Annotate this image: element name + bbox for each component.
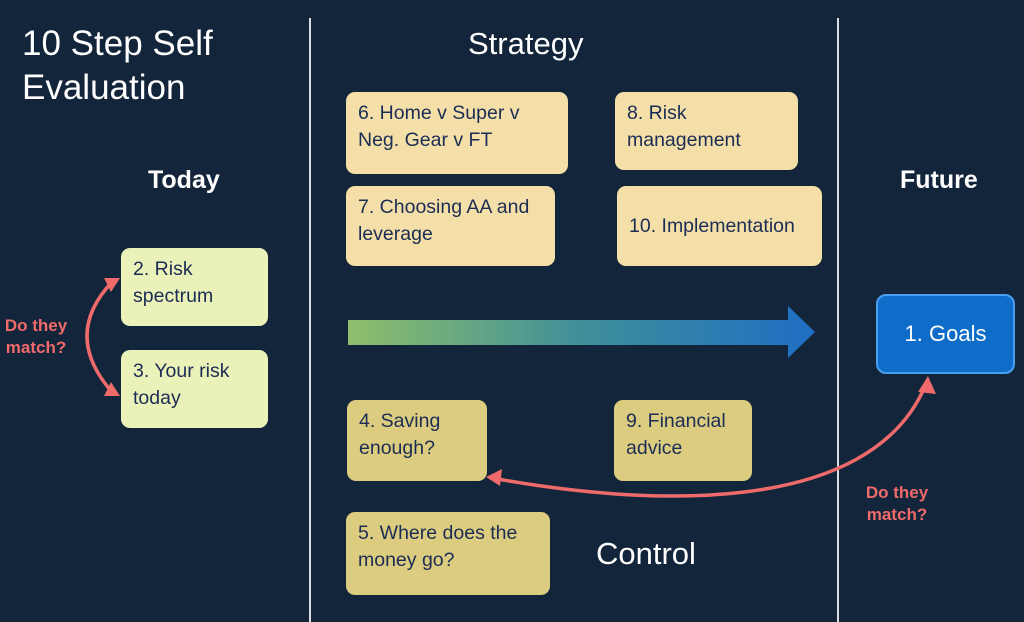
match-arrowhead-right-end (918, 376, 936, 394)
timeline-arrow (348, 306, 815, 358)
step-4-saving-enough-box: 4. Saving enough? (347, 400, 487, 481)
section-title-strategy: Strategy (468, 26, 584, 61)
match-curve-left (85, 280, 114, 394)
do-they-match-right-label: Do they match? (865, 483, 929, 524)
step-7-choosing-aa-box: 7. Choosing AA and leverage (346, 186, 555, 266)
step-1-goals-box: 1. Goals (876, 294, 1015, 374)
diagram-title: 10 Step Self Evaluation (22, 24, 213, 107)
step-10-implementation-box: 10. Implementation (617, 186, 822, 266)
column-heading-today: Today (148, 166, 220, 194)
column-heading-future: Future (900, 166, 978, 194)
section-title-control: Control (596, 536, 696, 571)
divider-right (837, 18, 839, 622)
step-8-risk-management-box: 8. Risk management (615, 92, 798, 170)
match-arrowhead-left-top (104, 278, 120, 292)
do-they-match-left-label: Do they match? (4, 316, 68, 357)
step-5-where-money-goes-box: 5. Where does the money go? (346, 512, 550, 595)
match-arrowhead-left-bottom (104, 382, 120, 396)
match-curve-right (491, 383, 928, 498)
step-3-your-risk-today-box: 3. Your risk today (121, 350, 268, 428)
divider-left (309, 18, 311, 622)
step-6-home-super-box: 6. Home v Super v Neg. Gear v FT (346, 92, 568, 174)
step-2-risk-spectrum-box: 2. Risk spectrum (121, 248, 268, 326)
step-9-financial-advice-box: 9. Financial advice (614, 400, 752, 481)
match-arrowhead-right-start (486, 469, 502, 486)
